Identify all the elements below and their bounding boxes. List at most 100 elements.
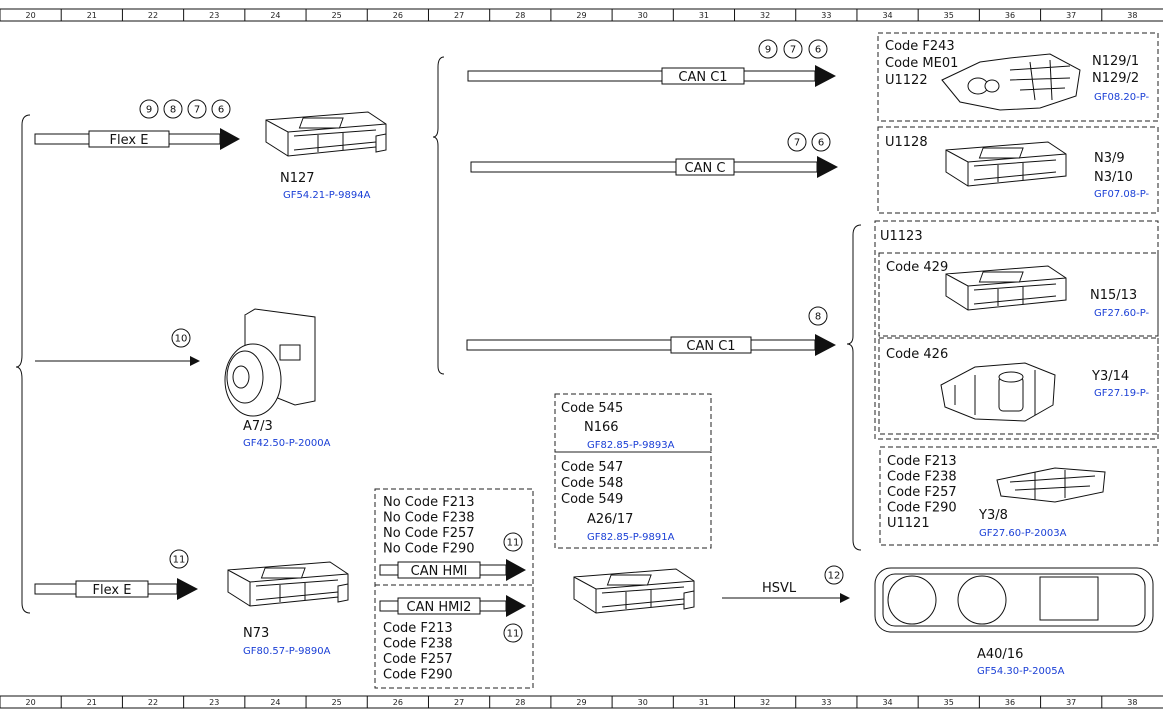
right-brace	[846, 224, 862, 551]
bottom-ruler-label: 35	[944, 698, 954, 707]
top-ruler-label: 30	[638, 11, 648, 20]
callout-number: 8	[815, 312, 821, 323]
bottom-ruler-label: 28	[515, 698, 525, 707]
top-ruler-label: 37	[1066, 11, 1076, 20]
a7-3-name: A7/3	[243, 419, 273, 434]
can-c1-mid-bus: CAN C1	[466, 334, 836, 356]
callout-circle	[139, 99, 159, 119]
top-ruler-label: 34	[882, 11, 892, 20]
left-brace	[15, 114, 31, 614]
n3-device-icon	[945, 141, 1067, 187]
n3-ref: GF07.08-P-	[1094, 189, 1150, 200]
n73-device-icon	[227, 561, 349, 607]
hmi-box	[374, 488, 534, 689]
callout-number: 6	[218, 105, 224, 116]
callout-number: 11	[507, 538, 520, 549]
bottom-ruler-label: 25	[332, 698, 342, 707]
a40-16-cluster-icon	[874, 567, 1154, 633]
callout-number: 7	[194, 105, 200, 116]
hsvl-label: HSVL	[762, 581, 797, 596]
bottom-ruler-label: 24	[270, 698, 280, 707]
bottom-ruler-label: 37	[1066, 698, 1076, 707]
can-hmi-circles: 11	[503, 532, 523, 552]
can-c1-mid-label: CAN C1	[686, 339, 735, 354]
can-c1-top-bus: CAN C1	[467, 65, 836, 87]
callout-number: 12	[828, 571, 841, 582]
can-c1-top-label: CAN C1	[678, 70, 727, 85]
callout-number: 8	[170, 105, 176, 116]
hmi-code-line: Code F257	[383, 652, 453, 667]
can-hmi2-label: CAN HMI2	[407, 600, 472, 615]
y3-8-device-icon	[996, 467, 1106, 503]
n15-13-device-icon	[945, 265, 1067, 311]
a26-17-code-line: Code 548	[561, 476, 623, 491]
y3-8-code-line: Code F257	[887, 485, 957, 500]
callout-circle	[169, 549, 189, 569]
hmi-no-code-line: No Code F213	[383, 495, 475, 510]
n129-name-1: N129/1	[1092, 54, 1139, 69]
callout-number: 7	[794, 138, 800, 149]
n3-box	[877, 126, 1159, 214]
callout-number: 10	[175, 334, 188, 345]
n15-13-ref: GF27.60-P-	[1094, 308, 1150, 319]
n3-name-2: N3/10	[1094, 170, 1133, 185]
u1123-code: U1123	[880, 229, 923, 244]
n166-ref: GF82.85-P-9893A	[587, 440, 675, 451]
n129-ref: GF08.20-P-	[1094, 92, 1150, 103]
n129-box	[877, 32, 1159, 122]
callout-circle	[808, 306, 828, 326]
top-ruler-label: 27	[454, 11, 464, 20]
callout-number: 6	[815, 45, 821, 56]
callout-circle	[171, 328, 191, 348]
y3-14-ref: GF27.19-P-	[1094, 388, 1150, 399]
n73-ref: GF80.57-P-9890A	[243, 646, 331, 657]
bottom-ruler-label: 30	[638, 698, 648, 707]
a26-17-code-line: Code 549	[561, 492, 623, 507]
flex-e-top-bus: Flex E	[34, 128, 240, 150]
callout-number: 11	[173, 555, 186, 566]
a7-3-device-icon	[224, 308, 316, 417]
bottom-ruler-label: 33	[821, 698, 831, 707]
can-hmi2-circles: 11	[503, 623, 523, 643]
hmi-no-code-line: No Code F290	[383, 542, 475, 557]
n129-code-line: Code ME01	[885, 56, 958, 71]
bottom-ruler-label: 34	[882, 698, 892, 707]
n129-device-icon	[941, 53, 1081, 111]
a40-16-name: A40/16	[977, 647, 1023, 662]
callout-circle	[163, 99, 183, 119]
n129-code-line: U1122	[885, 73, 928, 88]
top-ruler-label: 22	[148, 11, 158, 20]
top-ruler-label: 29	[576, 11, 586, 20]
a26-17-ref: GF82.85-P-9891A	[587, 532, 675, 543]
n3-name-1: N3/9	[1094, 151, 1125, 166]
can-c-label: CAN C	[685, 161, 726, 176]
top-ruler-label: 23	[209, 11, 219, 20]
n166-name: N166	[584, 420, 619, 435]
y3-8-code-line: Code F290	[887, 501, 957, 516]
hsvl-line: HSVL	[722, 581, 850, 603]
y3-14-name: Y3/14	[1091, 369, 1129, 384]
hmi-code-line: Code F213	[383, 621, 453, 636]
callout-circle	[503, 623, 523, 643]
callout-circle	[187, 99, 207, 119]
top-ruler-label: 21	[87, 11, 97, 20]
top-ruler-label: 26	[393, 11, 403, 20]
y3-8-name: Y3/8	[978, 508, 1008, 523]
hmi-no-code-line: No Code F257	[383, 526, 475, 541]
y3-8-code-line: Code F238	[887, 470, 957, 485]
can-c1-mid-circles: 8	[808, 306, 828, 326]
a7-line-circles: 10	[171, 328, 191, 348]
y3-14-box	[878, 337, 1159, 435]
bottom-ruler-label: 29	[576, 698, 586, 707]
n15-13-name: N15/13	[1090, 288, 1137, 303]
can-hmi-label: CAN HMI	[411, 564, 468, 579]
top-ruler-label: 20	[26, 11, 36, 20]
top-ruler-label: 28	[515, 11, 525, 20]
